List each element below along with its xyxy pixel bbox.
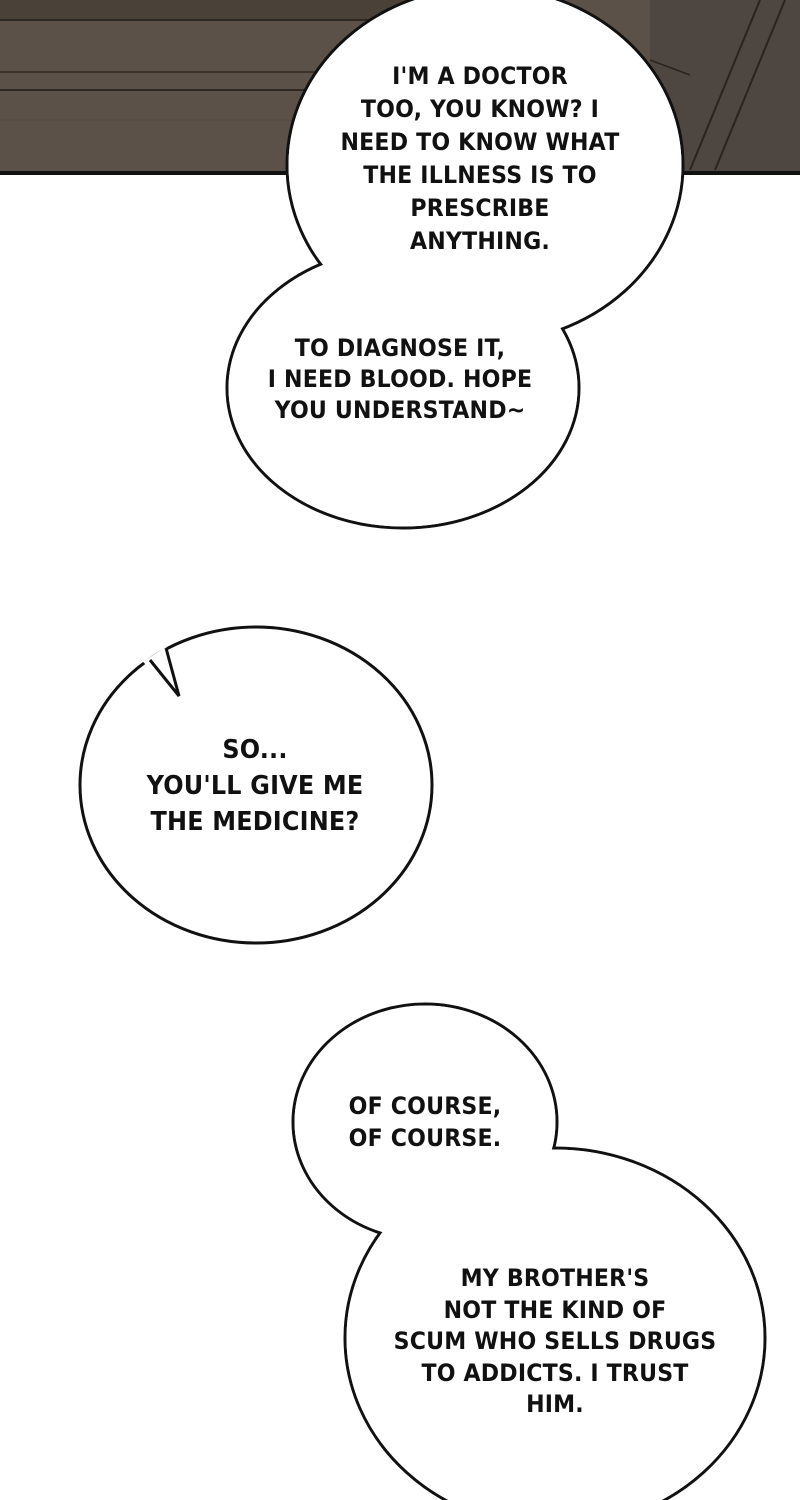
text-line: TO DIAGNOSE IT, [294,334,506,362]
bubble-text-brother: MY BROTHER'S NOT THE KIND OF SCUM WHO SE… [385,1263,725,1421]
text-line: MY BROTHER'S [460,1264,650,1292]
text-line: I'M A DOCTOR [392,62,568,90]
bubble-text-doctor: I'M A DOCTOR TOO, YOU KNOW? I NEED TO KN… [314,60,645,258]
text-line: TOO, YOU KNOW? I [360,95,600,123]
text-line: THE MEDICINE? [150,807,360,837]
bubble-join-fill-3 [294,1005,764,1500]
speech-bubble-question [78,625,434,945]
text-line: TO ADDICTS. I TRUST [421,1358,689,1387]
text-line: HIM. [526,1390,584,1418]
text-line: YOU UNDERSTAND~ [274,396,526,424]
text-line: OF COURSE, [348,1092,502,1120]
text-line: NOT THE KIND OF [443,1295,667,1324]
text-line: ANYTHING. [410,227,550,255]
text-line: OF COURSE. [348,1124,502,1152]
text-line: NEED TO KNOW WHAT [340,128,620,156]
bubble-text-of-course: OF COURSE, OF COURSE. [319,1090,531,1154]
text-line: SO... [222,735,288,765]
bubble-join-fill-1 [228,0,682,527]
bubble-text-diagnose: TO DIAGNOSE IT, I NEED BLOOD. HOPE YOU U… [253,333,547,426]
bubble-text-question: SO... YOU'LL GIVE ME THE MEDICINE? [112,732,397,840]
text-line: PRESCRIBE [410,194,550,222]
text-line: SCUM WHO SELLS DRUGS [393,1327,717,1355]
text-line: I NEED BLOOD. HOPE [267,365,533,393]
text-line: THE ILLNESS IS TO [363,161,597,189]
text-line: YOU'LL GIVE ME [146,771,364,801]
